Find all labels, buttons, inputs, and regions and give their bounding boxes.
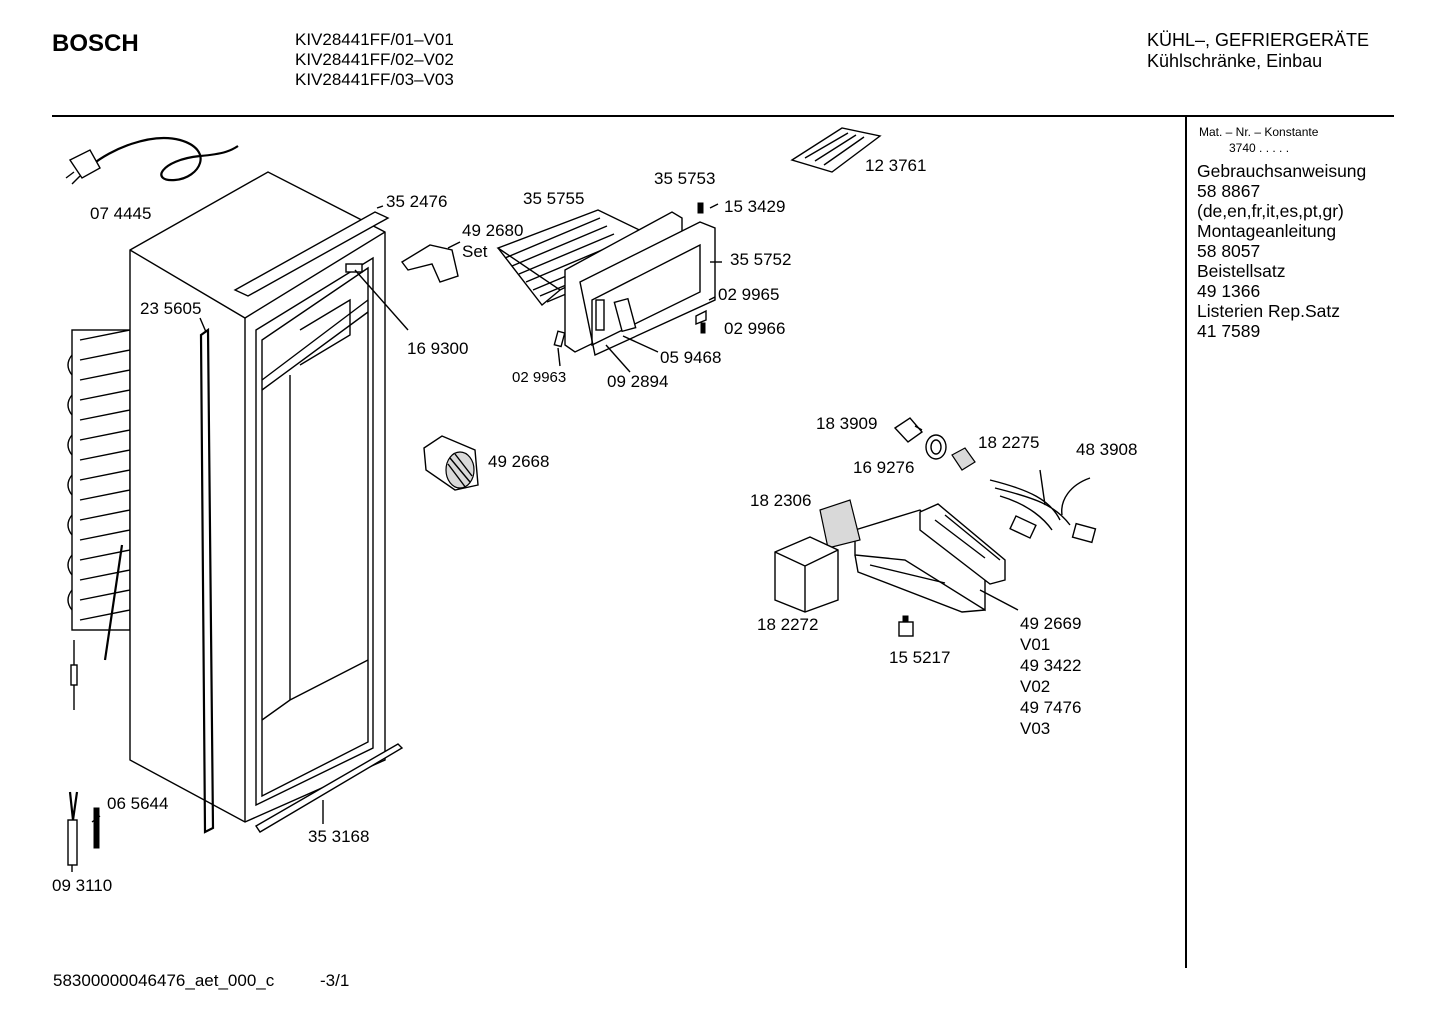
model-number: KIV28441FF/02–V02: [295, 50, 454, 69]
part-number-label: 15 5217: [889, 648, 951, 667]
leader-lines: [91, 203, 1019, 824]
part-number-label: 49 3422: [1020, 656, 1082, 675]
list-item: Montageanleitung: [1197, 221, 1337, 241]
variant-part-list: 49 2669 V01 49 3422 V02 49 7476 V03: [1020, 613, 1081, 739]
part-number-label: 49 2668: [488, 452, 550, 471]
part-number-label: 18 2272: [757, 615, 819, 634]
part-number-label: 49 7476: [1020, 698, 1082, 717]
list-item: 49 1366: [1197, 281, 1261, 301]
list-item: Listerien Rep.Satz: [1197, 301, 1340, 321]
model-list: KIV28441FF/01–V01 KIV28441FF/02–V02 KIV2…: [295, 30, 454, 90]
part-number-label: 35 5753: [654, 169, 716, 188]
part-number-label: 05 9468: [660, 348, 722, 367]
part-number-label: 02 9963: [512, 369, 567, 386]
part-number-label: 35 5752: [730, 250, 792, 269]
sensor-illustration: [67, 791, 100, 872]
power-cord-illustration: [65, 136, 239, 185]
part-number-label: 35 3168: [308, 827, 370, 846]
list-item: 58 8057: [1197, 241, 1261, 261]
fan-illustration: [423, 435, 479, 491]
part-number-label: 16 9300: [407, 339, 469, 358]
part-number-label: 48 3908: [1076, 440, 1138, 459]
part-number-label: 18 2275: [978, 433, 1040, 452]
exploded-view-drawing: [65, 127, 1097, 872]
part-number-label: 02 9966: [724, 319, 786, 338]
accessory-list: Gebrauchsanweisung 58 8867 (de,en,fr,it,…: [1197, 161, 1366, 341]
page-number: -3/1: [320, 971, 350, 990]
document-id: 58300000046476_aet_000_c: [53, 971, 275, 990]
part-number-label: 02 9965: [718, 285, 780, 304]
lamp-thermostat-illustration: [774, 417, 1097, 637]
part-number-label: 16 9276: [853, 458, 915, 477]
part-number-label: 07 4445: [90, 204, 152, 223]
part-number-label: 49 2680: [462, 221, 524, 240]
part-number-label: 18 3909: [816, 414, 878, 433]
set-label: Set: [462, 242, 488, 261]
part-number-label: 09 3110: [52, 876, 113, 895]
variant-label: V03: [1020, 719, 1051, 738]
sidebar-divider: [1185, 116, 1187, 968]
category-line: Kühlschränke, Einbau: [1147, 51, 1323, 71]
list-item: 58 8867: [1197, 181, 1261, 201]
mat-konstante: 3740 . . . . .: [1229, 141, 1290, 155]
part-number-label: 23 5605: [140, 299, 202, 318]
part-number-label: 12 3761: [865, 156, 927, 175]
list-item: Gebrauchsanweisung: [1197, 161, 1367, 181]
variant-label: V01: [1020, 635, 1051, 654]
variant-label: V02: [1020, 677, 1051, 696]
bosch-logo: BOSCH: [52, 30, 139, 57]
list-item: (de,en,fr,it,es,pt,gr): [1197, 201, 1344, 221]
part-number-label: 18 2306: [750, 491, 812, 510]
list-item: 41 7589: [1197, 321, 1261, 341]
model-number: KIV28441FF/01–V01: [295, 30, 454, 49]
freezer-compartment-illustration: [345, 127, 882, 357]
part-number-label: 35 2476: [386, 192, 448, 211]
part-number-label: 35 5755: [523, 189, 585, 208]
mat-nr-label: Mat. – Nr. – Konstante: [1199, 125, 1319, 139]
cabinet-illustration: [129, 171, 404, 834]
product-category: KÜHL–, GEFRIERGERÄTE Kühlschränke, Einba…: [1147, 30, 1369, 72]
condenser-coil-illustration: [67, 329, 131, 710]
part-number-label: 09 2894: [607, 372, 669, 391]
header-divider: [52, 115, 1394, 117]
part-number-label: 49 2669: [1020, 614, 1082, 633]
model-number: KIV28441FF/03–V03: [295, 70, 454, 89]
category-line: KÜHL–, GEFRIERGERÄTE: [1147, 30, 1370, 50]
list-item: Beistellsatz: [1197, 261, 1286, 281]
part-number-label: 06 5644: [107, 794, 169, 813]
part-number-label: 15 3429: [724, 197, 786, 216]
